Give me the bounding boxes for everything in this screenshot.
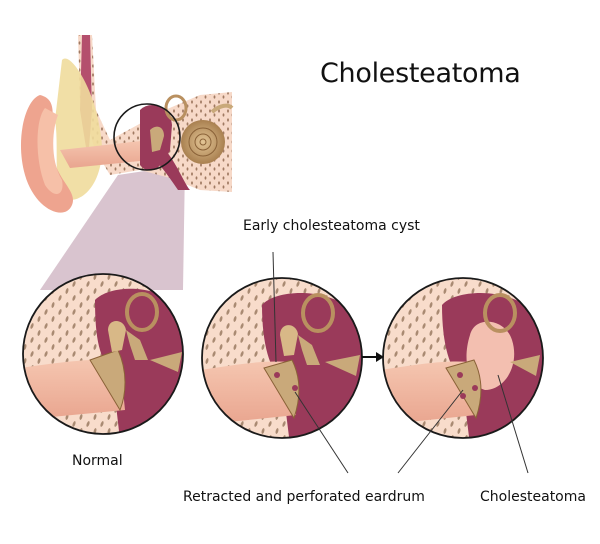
panel-cholesteatoma: [383, 278, 543, 438]
panel-cholesteatoma-border: [382, 277, 544, 439]
label-early-cyst: Early cholesteatoma cyst: [243, 218, 420, 234]
ear-anatomy-overview: [20, 35, 234, 213]
label-cholesteatoma: Cholesteatoma: [480, 489, 586, 505]
label-normal: Normal: [72, 453, 123, 469]
label-retracted-eardrum: Retracted and perforated eardrum: [183, 489, 425, 505]
panel-normal-border: [22, 273, 184, 435]
progression-arrow-icon: [362, 352, 384, 362]
zoom-cone: [40, 165, 185, 290]
panel-early-cyst: [202, 278, 362, 438]
diagram-title: Cholesteatoma: [320, 58, 521, 89]
panel-normal: [23, 274, 183, 434]
magnifier-circle: [113, 103, 181, 171]
leader-lines: [272, 251, 529, 474]
